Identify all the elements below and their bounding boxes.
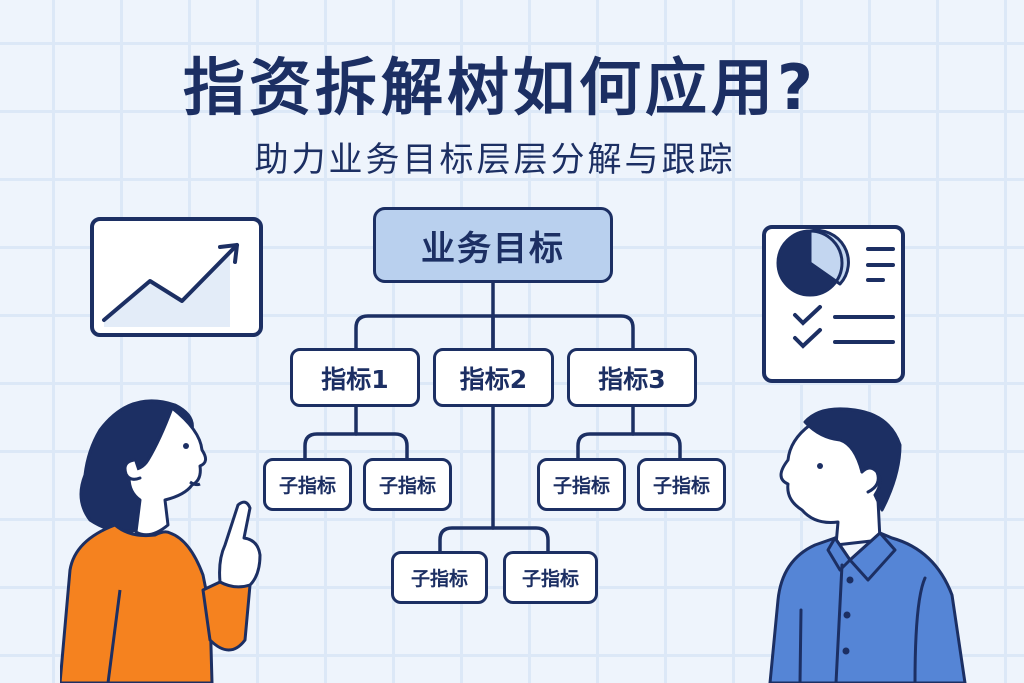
node-metric-1[interactable]: 指标1 [290,348,420,407]
trend-card [90,217,263,337]
node-submetric-1-2[interactable]: 子指标 [363,458,452,511]
node-submetric-1-1[interactable]: 子指标 [263,458,352,511]
report-pie-checklist-icon [776,228,895,349]
node-metric-2[interactable]: 指标2 [433,348,554,407]
node-submetric-3-1[interactable]: 子指标 [537,458,626,511]
page-title: 指资拆解树如何应用? [183,51,817,124]
node-submetric-3-2[interactable]: 子指标 [637,458,726,511]
node-submetric-2-2[interactable]: 子指标 [503,551,598,604]
node-metric-3[interactable]: 指标3 [567,348,697,407]
report-card [762,225,905,383]
node-submetric-2-1[interactable]: 子指标 [391,551,488,604]
trend-chart-icon [102,243,239,327]
node-business-goal[interactable]: 业务目标 [373,207,613,283]
woman-pointing-figure [60,399,262,683]
page-subtitle: 助力业务目标层层分解与跟踪 [254,140,736,180]
man-standing-figure [768,407,967,683]
